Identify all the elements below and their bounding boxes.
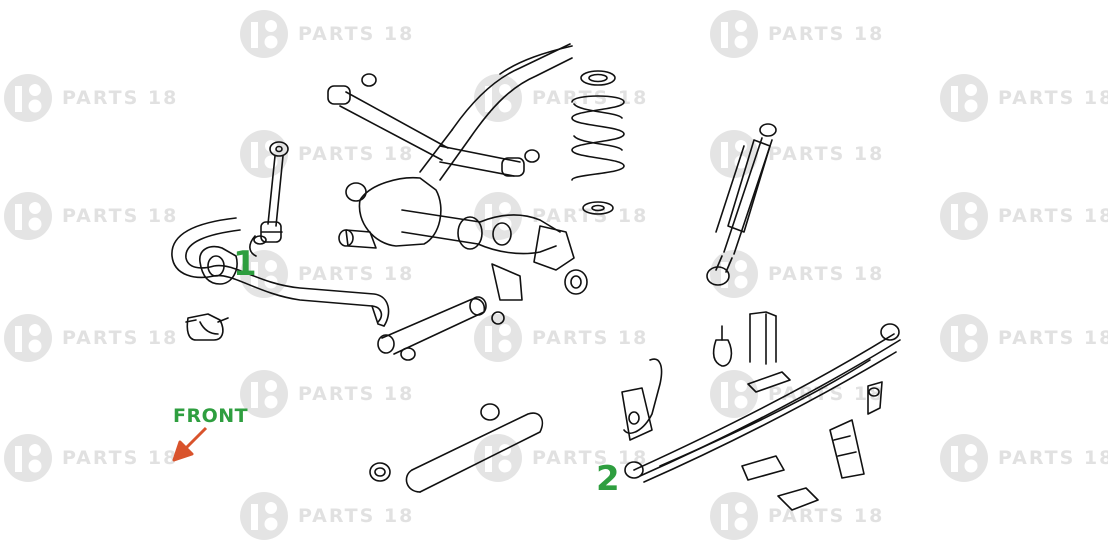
- watermark-text: PARTS 18: [62, 87, 179, 109]
- spring-plate: [741, 371, 819, 511]
- watermark-text: PARTS 18: [998, 87, 1108, 109]
- parts18-logo-icon: [940, 434, 988, 482]
- parts18-logo-icon: [474, 434, 522, 482]
- lower-control-arm: [377, 296, 505, 361]
- parts18-logo-icon: [474, 74, 522, 122]
- parts18-logo-icon: [240, 10, 288, 58]
- lower-control-arm-rear: [369, 403, 544, 493]
- callout-number-1: 1: [233, 244, 257, 284]
- spring-hanger-bracket: [621, 358, 663, 441]
- parts18-logo-icon: [4, 74, 52, 122]
- watermark-text: PARTS 18: [298, 505, 415, 527]
- leaf-spring: [624, 323, 901, 483]
- parts18-watermark: PARTS 18: [2, 72, 178, 124]
- sway-bar-link: [249, 141, 289, 257]
- parts18-logo-icon: [940, 314, 988, 362]
- parts18-watermark: PARTS 18: [2, 312, 178, 364]
- coil-spring: [571, 70, 625, 215]
- watermark-text: PARTS 18: [62, 447, 179, 469]
- watermark-text: PARTS 18: [532, 447, 649, 469]
- watermark-text: PARTS 18: [532, 205, 649, 227]
- watermark-text: PARTS 18: [532, 327, 649, 349]
- parts18-logo-icon: [474, 314, 522, 362]
- watermark-text: PARTS 18: [62, 205, 179, 227]
- parts18-logo-icon: [240, 370, 288, 418]
- parts18-logo-icon: [710, 492, 758, 540]
- parts18-logo-icon: [4, 434, 52, 482]
- parts18-logo-icon: [710, 10, 758, 58]
- parts18-watermark: PARTS 18: [938, 72, 1108, 124]
- watermark-text: PARTS 18: [532, 87, 649, 109]
- upper-control-arm: [327, 73, 540, 177]
- watermark-text: PARTS 18: [298, 263, 415, 285]
- watermark-text: PARTS 18: [62, 327, 179, 349]
- watermark-text: PARTS 18: [298, 143, 415, 165]
- bump-stop: [712, 325, 733, 367]
- parts18-logo-icon: [940, 74, 988, 122]
- parts18-logo-icon: [940, 192, 988, 240]
- parts18-watermark: PARTS 18: [238, 128, 414, 180]
- u-bolts: [749, 311, 777, 365]
- parts18-watermark: PARTS 18: [238, 368, 414, 420]
- callout-number-2: 2: [596, 459, 620, 499]
- watermark-text: PARTS 18: [298, 23, 415, 45]
- frame-rail: [419, 43, 573, 181]
- parts18-watermark: PARTS 18: [938, 312, 1108, 364]
- parts18-watermark: PARTS 18: [708, 490, 884, 542]
- watermark-text: PARTS 18: [768, 143, 885, 165]
- parts18-logo-icon: [710, 250, 758, 298]
- rear-axle-differential: [338, 176, 588, 301]
- parts18-watermark: PARTS 18: [2, 190, 178, 242]
- parts18-watermark: PARTS 18: [708, 8, 884, 60]
- parts18-logo-icon: [240, 492, 288, 540]
- shock-absorber: [706, 123, 777, 286]
- watermark-text: PARTS 18: [998, 327, 1108, 349]
- watermark-text: PARTS 18: [768, 23, 885, 45]
- parts18-watermark: PARTS 18: [238, 490, 414, 542]
- parts18-logo-icon: [710, 370, 758, 418]
- parts18-watermark: PARTS 18: [472, 432, 648, 484]
- parts18-watermark: PARTS 18: [472, 72, 648, 124]
- front-label: FRONT: [173, 405, 249, 427]
- watermark-text: PARTS 18: [998, 447, 1108, 469]
- parts18-logo-icon: [4, 192, 52, 240]
- watermark-text: PARTS 18: [768, 505, 885, 527]
- parts18-watermark: PARTS 18: [238, 8, 414, 60]
- stabilizer-bushing: [199, 245, 238, 285]
- watermark-text: PARTS 18: [298, 383, 415, 405]
- parts18-watermark: PARTS 18: [2, 432, 178, 484]
- parts18-watermark: PARTS 18: [708, 248, 884, 300]
- watermark-text: PARTS 18: [998, 205, 1108, 227]
- rear-spring-bracket: [829, 419, 865, 479]
- parts18-watermark: PARTS 18: [938, 190, 1108, 242]
- watermark-text: PARTS 18: [768, 263, 885, 285]
- parts18-logo-icon: [4, 314, 52, 362]
- parts18-watermark: PARTS 18: [472, 312, 648, 364]
- parts18-watermark: PARTS 18: [938, 432, 1108, 484]
- spring-shackle: [867, 381, 883, 415]
- stabilizer-clamp: [185, 313, 229, 341]
- front-arrow-icon: [172, 426, 208, 462]
